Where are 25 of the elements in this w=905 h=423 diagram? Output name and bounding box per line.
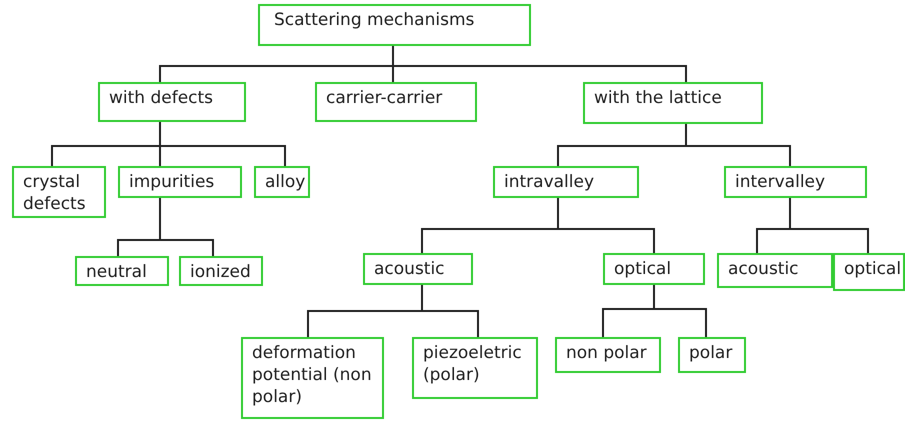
category-box: non polar (555, 337, 661, 373)
category-box: acoustic (363, 253, 473, 285)
category-box: crystal defects (12, 166, 106, 218)
category-box: intervalley (724, 166, 867, 198)
category-box: piezoeletric (polar) (412, 337, 538, 399)
connector-line (653, 285, 707, 337)
category-box: with the lattice (583, 82, 763, 124)
connector-line (159, 198, 214, 256)
category-box: intravalley (493, 166, 639, 198)
category-box: deformation potential (non polar) (241, 337, 384, 419)
category-box: with defects (98, 82, 246, 122)
category-box: polar (678, 337, 746, 373)
category-box: neutral (75, 256, 169, 286)
category-box: Scattering mechanisms (258, 4, 531, 46)
category-box: acoustic (717, 253, 833, 288)
connector-line (421, 285, 479, 337)
category-box: carrier-carrier (315, 82, 477, 122)
category-box: impurities (118, 166, 242, 198)
category-box: optical (603, 253, 705, 285)
category-box: alloy (254, 166, 310, 198)
category-box: ionized (179, 256, 263, 286)
connector-line (557, 198, 655, 253)
connector-line (685, 124, 791, 166)
connector-line (392, 46, 687, 82)
category-box: optical (833, 253, 905, 291)
